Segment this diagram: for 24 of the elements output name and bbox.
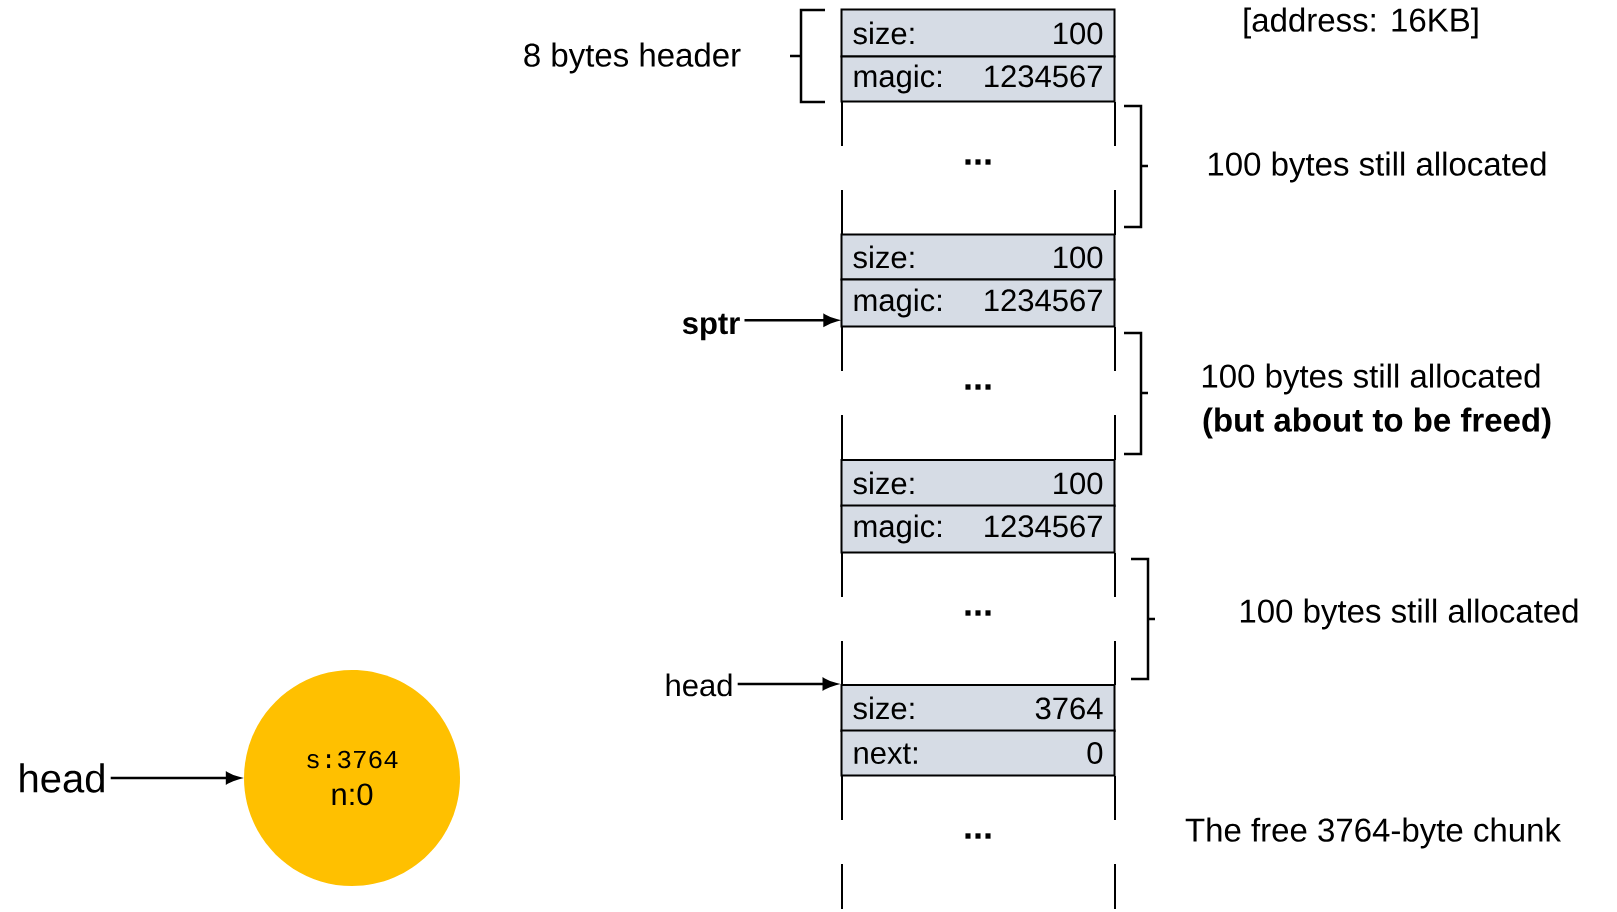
memory-gap: ... (841, 101, 1116, 236)
label-text: (but about to be freed) (1203, 407, 1551, 439)
pointer-label: head (20, 763, 104, 793)
memory-cell: next: 0 (840, 729, 1116, 777)
pointer-label: sptr (682, 313, 740, 341)
memory-cell: size: 3764 (840, 684, 1116, 732)
arrow (110, 771, 241, 785)
memory-cell: magic: 1234567 (840, 55, 1116, 103)
label-text: 100 bytes still allocated (1240, 598, 1578, 630)
pointer-label: head (666, 673, 732, 697)
memory-gap: ... (841, 775, 1116, 910)
memory-cell: magic: 1234567 (840, 278, 1116, 328)
label-text: [address: 16KB] (1244, 7, 1478, 39)
label-text: The free 3764-byte chunk (1185, 817, 1561, 849)
label-text: 100 bytes still allocated (1202, 363, 1540, 395)
memory-cell: magic: 1234567 (840, 504, 1116, 554)
memory-cell: size: 100 (840, 8, 1116, 58)
memory-cell: size: 100 (840, 459, 1116, 507)
memory-gap: ... (841, 326, 1116, 461)
free-list-node: s:3764 n:0 (244, 670, 460, 886)
label-text: 8 bytes header (524, 42, 741, 74)
label-text: 100 bytes still allocated (1208, 151, 1546, 183)
memory-cell: size: 100 (840, 233, 1116, 281)
memory-gap: ... (841, 552, 1116, 686)
